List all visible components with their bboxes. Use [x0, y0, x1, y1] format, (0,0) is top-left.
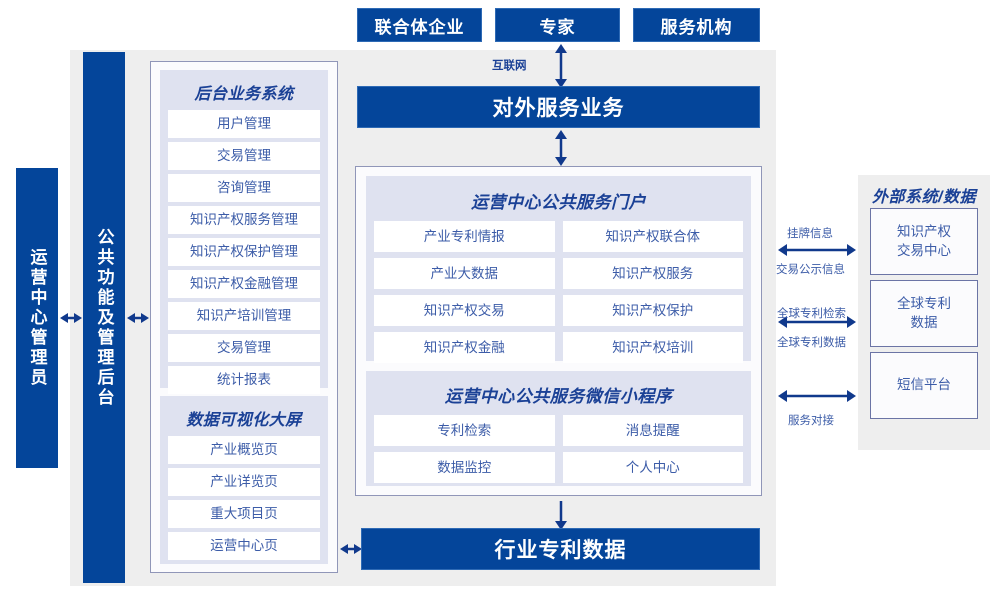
- list-item[interactable]: 个人中心: [562, 452, 743, 483]
- arrow-ext-2: [778, 386, 856, 406]
- arrow-service-to-portal: [551, 130, 571, 166]
- list-item[interactable]: 专利检索: [374, 415, 555, 446]
- arrow-backend-to-left-panel: [127, 308, 149, 328]
- ext-caption-bottom: 服务对接: [788, 415, 834, 427]
- portal-card: 运营中心公共服务门户 产业专利情报 知识产权联合体 产业大数据 知识产权服务 知…: [366, 176, 751, 363]
- list-item[interactable]: 重大项目页: [168, 500, 320, 528]
- mini-program-title: 运营中心公共服务微信小程序: [444, 387, 673, 406]
- list-item[interactable]: 交易管理: [168, 142, 320, 170]
- arrow-left-panel-to-industry-data: [340, 539, 362, 559]
- list-item[interactable]: 知识产权保护管理: [168, 238, 320, 266]
- list-item[interactable]: 产业大数据: [374, 258, 555, 289]
- actor-box-expert[interactable]: 专家: [495, 8, 620, 42]
- list-item[interactable]: 知识产权金融: [374, 332, 555, 363]
- actor-box-union-enterprise[interactable]: 联合体企业: [357, 8, 482, 42]
- arrow-internet-vertical: [551, 44, 571, 88]
- list-item[interactable]: 知识产权培训: [562, 332, 743, 363]
- external-systems-panel: 外部系统/数据 知识产权 交易中心 全球专利 数据 短信平台: [858, 175, 990, 450]
- list-item[interactable]: 知识产权联合体: [562, 221, 743, 252]
- external-service-business-box[interactable]: 对外服务业务: [357, 86, 760, 128]
- external-system-label: 短信平台: [897, 377, 951, 393]
- ext-caption-bottom: 全球专利数据: [777, 337, 846, 349]
- ext-caption-bottom: 交易公示信息: [776, 264, 845, 276]
- portal-title: 运营中心公共服务门户: [471, 193, 646, 212]
- list-item[interactable]: 产业详览页: [168, 468, 320, 496]
- external-system-sms-platform[interactable]: 短信平台: [870, 352, 978, 419]
- industry-patent-data-label: 行业专利数据: [494, 539, 627, 562]
- external-system-label: 知识产权 交易中心: [897, 224, 951, 258]
- list-item[interactable]: 产业概览页: [168, 436, 320, 464]
- external-system-ip-trading-center[interactable]: 知识产权 交易中心: [870, 208, 978, 275]
- industry-patent-data-box[interactable]: 行业专利数据: [361, 528, 760, 570]
- list-item[interactable]: 知识产权交易: [374, 295, 555, 326]
- list-item[interactable]: 知识产权金融管理: [168, 270, 320, 298]
- list-item[interactable]: 知识产培训管理: [168, 302, 320, 330]
- arrow-portal-to-industry-data: [551, 496, 571, 530]
- ext-caption-top: 挂牌信息: [787, 228, 833, 240]
- list-item[interactable]: 统计报表: [168, 366, 320, 394]
- list-item[interactable]: 知识产权服务管理: [168, 206, 320, 234]
- operator-label: 运营中心管理员: [27, 248, 47, 388]
- backend-system-card: 后台业务系统 用户管理 交易管理 咨询管理 知识产权服务管理 知识产权保护管理 …: [160, 70, 328, 394]
- data-visualization-card: 数据可视化大屏 产业概览页 产业详览页 重大项目页 运营中心页: [160, 396, 328, 564]
- list-item[interactable]: 消息提醒: [562, 415, 743, 446]
- internet-label: 互联网: [492, 60, 527, 72]
- list-item[interactable]: 用户管理: [168, 110, 320, 138]
- data-visualization-title: 数据可视化大屏: [186, 412, 302, 429]
- list-item[interactable]: 咨询管理: [168, 174, 320, 202]
- list-item[interactable]: 运营中心页: [168, 532, 320, 560]
- list-item[interactable]: 交易管理: [168, 334, 320, 362]
- mini-program-item-grid: 专利检索 消息提醒 数据监控 个人中心: [374, 415, 743, 483]
- list-item[interactable]: 产业专利情报: [374, 221, 555, 252]
- list-item[interactable]: 知识产权服务: [562, 258, 743, 289]
- operator-box[interactable]: 运营中心管理员: [16, 168, 58, 468]
- portal-item-grid: 产业专利情报 知识产权联合体 产业大数据 知识产权服务 知识产权交易 知识产权保…: [374, 221, 743, 363]
- external-service-business-label: 对外服务业务: [492, 97, 625, 120]
- arrow-ext-1: [778, 312, 856, 332]
- external-systems-title: 外部系统/数据: [872, 189, 976, 206]
- actor-box-service-agency[interactable]: 服务机构: [633, 8, 760, 42]
- arrow-ext-0: [778, 240, 856, 260]
- external-system-global-patent-data[interactable]: 全球专利 数据: [870, 280, 978, 347]
- actor-label: 专家: [539, 17, 576, 37]
- list-item[interactable]: 数据监控: [374, 452, 555, 483]
- list-item[interactable]: 知识产权保护: [562, 295, 743, 326]
- backend-system-title: 后台业务系统: [194, 86, 294, 103]
- mini-program-card: 运营中心公共服务微信小程序 专利检索 消息提醒 数据监控 个人中心: [366, 371, 751, 486]
- external-system-label: 全球专利 数据: [897, 296, 951, 330]
- public-function-backend-box[interactable]: 公共功能及管理后台: [83, 52, 125, 583]
- arrow-operator-to-backend: [60, 308, 82, 328]
- actor-label: 联合体企业: [374, 17, 465, 37]
- public-backend-label: 公共功能及管理后台: [94, 227, 114, 408]
- ext-caption-top: 全球专利检索: [777, 308, 846, 320]
- actor-label: 服务机构: [660, 17, 733, 37]
